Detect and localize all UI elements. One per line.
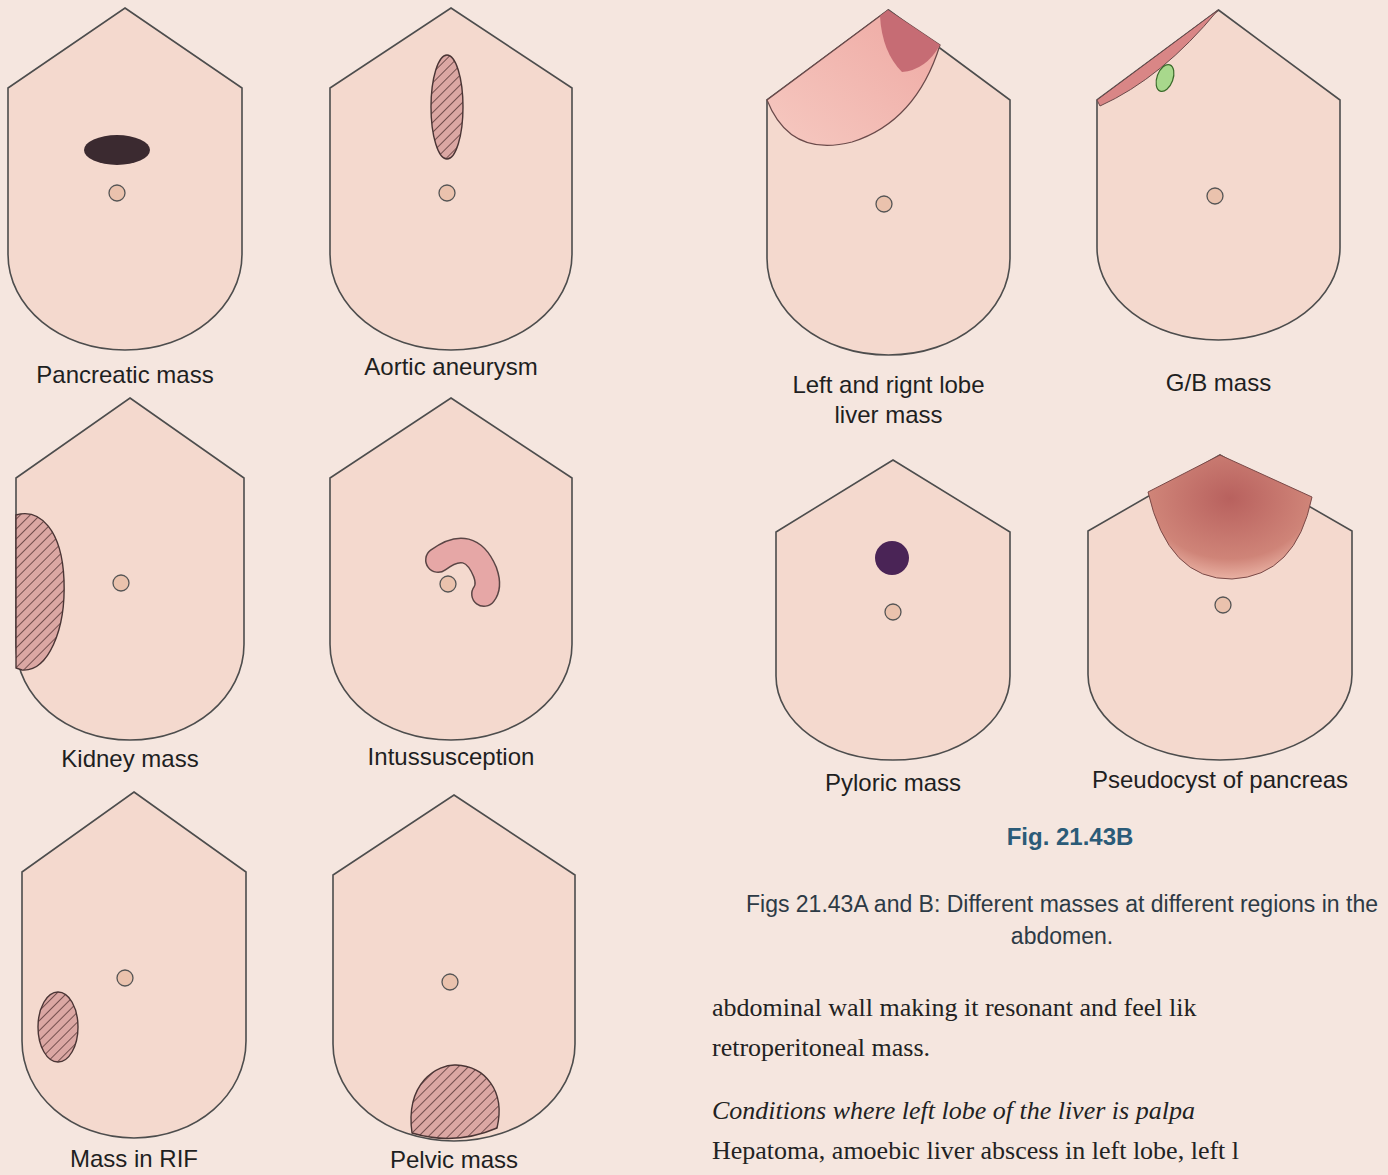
mass-shape xyxy=(84,135,150,165)
mass-outline xyxy=(438,550,487,594)
umbilicus xyxy=(440,576,456,592)
abdomen-wall xyxy=(22,792,246,1138)
body-text: abdominal wall making it resonant and fe… xyxy=(712,993,1388,1023)
abdomen-figure: Kidney mass xyxy=(16,398,244,774)
mass-shape xyxy=(880,10,940,72)
figure-label: Kidney mass xyxy=(0,744,280,774)
abdomen-figure: Aortic aneurysm xyxy=(330,8,572,382)
umbilicus xyxy=(113,575,129,591)
abdomen-wall xyxy=(333,795,575,1141)
mass-shape xyxy=(431,55,463,159)
figure-caption: Figs 21.43A and B: Different masses at d… xyxy=(742,888,1382,952)
abdomen-figure: Pelvic mass xyxy=(333,795,575,1175)
mass-shape xyxy=(1097,10,1218,106)
abdomen-figure: G/B mass xyxy=(1097,10,1340,398)
figure-name: Kidney mass xyxy=(0,744,280,774)
abdomen-wall xyxy=(1097,10,1340,340)
abdomen-wall xyxy=(330,398,572,740)
figure-name: Mass in RIF xyxy=(0,1144,284,1174)
umbilicus xyxy=(1215,597,1231,613)
figure-label: Mass in RIF xyxy=(0,1144,284,1174)
abdomen-figure: Mass in RIF xyxy=(22,792,246,1174)
abdomen-wall xyxy=(330,8,572,350)
abdomen-outline xyxy=(1097,10,1340,340)
umbilicus xyxy=(442,974,458,990)
abdomen-wall xyxy=(1088,455,1352,760)
figure-label: Aortic aneurysm xyxy=(301,352,601,382)
figure-label: Intussusception xyxy=(301,742,601,772)
figure-label: Left and rignt lobe liver mass xyxy=(769,370,1009,430)
mass-shape xyxy=(767,10,940,145)
figure-name: Aortic aneurysm xyxy=(301,352,601,382)
figure-label: Pelvic mass xyxy=(304,1145,604,1175)
abdomen-outline xyxy=(330,398,572,740)
umbilicus xyxy=(109,185,125,201)
abdomen-wall xyxy=(776,460,1010,760)
figure-name: Pancreatic mass xyxy=(0,360,275,390)
abdomen-outline xyxy=(330,8,572,350)
figure-name: Pelvic mass xyxy=(304,1145,604,1175)
umbilicus xyxy=(117,970,133,986)
abdomen-outline xyxy=(16,398,244,740)
mass-shape xyxy=(411,1065,499,1138)
mass-shape xyxy=(1148,455,1312,579)
figure-label: G/B mass xyxy=(1069,368,1369,398)
abdomen-outline xyxy=(8,8,242,350)
figure-number: Fig. 21.43B xyxy=(985,822,1155,852)
abdomen-outline xyxy=(776,460,1010,760)
abdomen-figure: Pyloric mass xyxy=(776,460,1010,798)
umbilicus xyxy=(1207,188,1223,204)
abdomen-outline xyxy=(767,10,1010,355)
figure-name: Left and rignt lobe liver mass xyxy=(769,370,1009,430)
abdomen-figure: Intussusception xyxy=(330,398,572,772)
abdomen-outline xyxy=(22,792,246,1138)
figure-label: Pyloric mass xyxy=(743,768,1043,798)
abdomen-outline xyxy=(333,795,575,1141)
abdomen-wall xyxy=(16,398,244,740)
abdomen-figure: Pseudocyst of pancreas xyxy=(1088,455,1352,795)
umbilicus xyxy=(876,196,892,212)
figure-label: Pancreatic mass xyxy=(0,360,275,390)
abdomen-outline xyxy=(1088,455,1352,760)
umbilicus xyxy=(885,604,901,620)
figure-name: Intussusception xyxy=(301,742,601,772)
umbilicus xyxy=(439,185,455,201)
body-text: Conditions where left lobe of the liver … xyxy=(712,1096,1388,1126)
figure-name: Pyloric mass xyxy=(743,768,1043,798)
abdomen-figure: Pancreatic mass xyxy=(8,8,242,390)
abdomen-wall xyxy=(767,10,1010,355)
mass-shape xyxy=(38,992,78,1062)
figure-label: Pseudocyst of pancreas xyxy=(1060,765,1380,795)
abdomen-wall xyxy=(8,8,242,350)
body-text: Hepatoma, amoebic liver abscess in left … xyxy=(712,1136,1388,1166)
abdomen-figure: Left and rignt lobe liver mass xyxy=(767,10,1010,430)
mass-shape xyxy=(875,541,909,575)
figure-name: G/B mass xyxy=(1069,368,1369,398)
body-text: retroperitoneal mass. xyxy=(712,1033,1388,1063)
gallbladder-mass xyxy=(1153,62,1178,94)
mass-shape xyxy=(16,514,64,670)
figure-name: Pseudocyst of pancreas xyxy=(1060,765,1380,795)
mass-shape xyxy=(438,550,487,594)
